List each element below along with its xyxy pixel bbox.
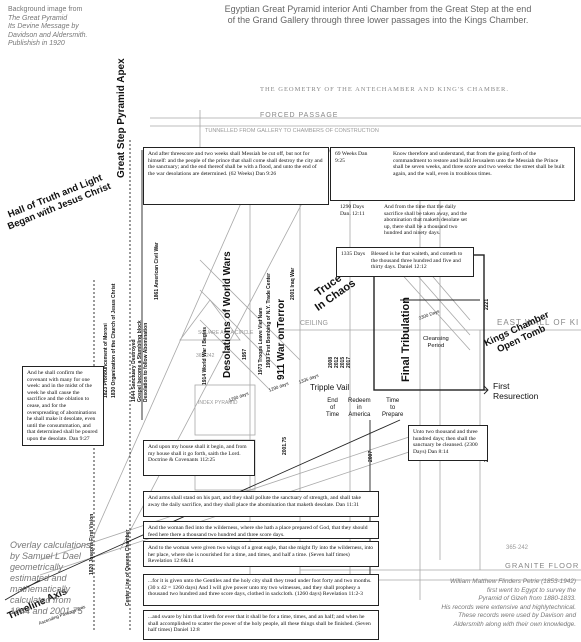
box-rev-12-6: And the woman fled into the wilderness, …	[143, 521, 379, 539]
end-line-3: Time	[326, 412, 340, 418]
year-1973: 1973 Troops Leave Viet Nam	[258, 307, 264, 375]
box-dan-8-14: Unto two thousand and three hundred days…	[408, 425, 488, 461]
title-line-1: Egyptian Great Pyramid interior Anti Cha…	[224, 4, 532, 14]
plate-granite-floor: GRANITE FLOOR	[505, 561, 580, 570]
heading-911-war: 911 War onTerror	[276, 298, 287, 380]
source-note: Background image from The Great Pyramid …	[8, 6, 88, 49]
plate-eq-num: 365·242	[196, 353, 215, 359]
label-time-prepare: Time to Prepare	[382, 398, 403, 419]
plate-title: THE GEOMETRY OF THE ANTECHAMBER AND KING…	[260, 86, 509, 93]
box-rev-11-2: ...for it is given unto the Gentiles and…	[143, 574, 379, 606]
year-1861: 1861 American Civil War	[154, 242, 160, 300]
heading-final-tribulation: Final Tribulation	[400, 297, 412, 382]
heading-first-resurection: First Resurection	[493, 381, 538, 401]
overlay-line-1: Overlay calculations	[10, 540, 91, 550]
cleansing-line: Cleansing	[423, 336, 449, 342]
period-line: Period	[427, 343, 445, 349]
plate-axis-num: 365·242	[506, 545, 529, 551]
heading-tripple-vail: Tripple Vail	[310, 383, 350, 392]
end-line-1: End	[327, 398, 338, 404]
year-1957: 1957	[242, 348, 248, 360]
source-line-3: Its Devine Message by	[8, 23, 79, 30]
box-dan-12-7: ...and sware by him that liveth for ever…	[143, 610, 379, 640]
year-1914: 1914 World War I Begins	[202, 326, 208, 385]
plate-index-pyramid: INDEX PYRAMID	[198, 400, 238, 406]
petrie-line-1: William Matthew Flinders Petrie (1853-19…	[449, 578, 576, 585]
source-line-1: Background image from	[8, 6, 83, 13]
source-line-2: The Great Pyramid	[8, 14, 68, 22]
year-1844c: Desolation to follow Abomination	[143, 322, 149, 402]
overlay-line-2: by Samuel L Dael	[10, 551, 81, 561]
year-2001: 2001 Iraq War	[290, 267, 296, 300]
box-dan-12-11: 1290 Days Dan. 12:11 And from the time t…	[336, 201, 474, 245]
petrie-line-4: His records were extensive and highlytec…	[441, 603, 576, 611]
end-line-2: of	[330, 405, 336, 411]
overlay-line-6: calculated from	[10, 595, 72, 605]
overlay-line-5: mathematically	[10, 584, 71, 594]
petrie-line-5: These records were used by Davison and	[458, 612, 576, 619]
overlay-line-7: 1844 and 2001.75	[10, 606, 83, 616]
year-2221: 2221	[484, 298, 490, 310]
heading-great-step: Great Step Pyramid Apex	[116, 58, 127, 178]
petrie-line-6: Aldersmith along with their own knowledg…	[453, 620, 576, 628]
redeem-line-3: America	[348, 412, 371, 418]
dan925-body: Know therefore and understand, that from…	[393, 151, 565, 177]
box-rev-12-14: And to the woman were given two wings of…	[143, 541, 379, 567]
resurection-line: Resurection	[493, 391, 539, 401]
label-end-of-time: End of Time	[326, 398, 339, 419]
prepare-line-1: Time	[386, 398, 400, 404]
box-dan-12-12: 1335 Days Blessed is he that waiteth, an…	[336, 247, 474, 277]
plate-forced-passage: FORCED PASSAGE	[260, 112, 339, 119]
dan1211-body: And from the time that the daily sacrifi…	[384, 204, 468, 237]
dan925-head: 69 Weeks Dan 9:25	[335, 151, 368, 164]
title-line-2: of the Grand Gallery through three lower…	[227, 15, 529, 25]
year-2017: 2017	[346, 356, 352, 368]
source-line-4: Davidson and Aldersmith.	[8, 31, 88, 39]
year-2007: 2007	[368, 450, 374, 462]
box-dan-9-26: And after threescore and two weeks shall…	[143, 147, 329, 205]
plate-square-area: SQUARE AREA CIRCLE	[198, 330, 254, 336]
plate-east-wall: EAST WALL OF KI	[497, 318, 580, 327]
year-2001b: 2001.75	[282, 436, 288, 455]
overlay-line-3: geometrically	[10, 562, 64, 572]
box-dan-9-25: 69 Weeks Dan 9:25 Know therefore and und…	[330, 147, 575, 201]
dan1211-head: 1290 Days Dan. 12:11	[340, 204, 365, 217]
redeem-line-1: Redeem	[348, 398, 371, 404]
prepare-line-2: to	[390, 405, 396, 411]
year-1993: 1993 First Bombing of N.Y. Trade Center	[266, 272, 272, 368]
label-cleansing-period: Cleansing Period	[423, 336, 449, 350]
first-line: First	[493, 381, 510, 391]
heading-desolations: Desolations of World Wars	[222, 251, 233, 378]
dan1212-head: 1335 Days	[341, 251, 366, 257]
box-dc-112-25: And upon my house shall it begin, and fr…	[143, 440, 255, 476]
petrie-line-3: Pyramid of Gizeh from 1880-1833.	[478, 595, 576, 602]
year-center-line: Center Line of Queens Chamber	[125, 529, 131, 606]
page-title: Egyptian Great Pyramid interior Anti Cha…	[178, 4, 578, 26]
plate-tunnelled: TUNNELLED FROM GALLERY TO CHAMBERS OF CO…	[205, 128, 379, 134]
overlay-line-4: estimated and	[10, 573, 67, 583]
source-line-5: Publishish in 1920	[8, 40, 65, 47]
box-dan-9-27: And he shall confirm the covenant with m…	[22, 366, 104, 446]
year-1830: 1830 Organization of the Church of Jesus…	[111, 283, 117, 398]
plate-ceiling: CEILING	[300, 320, 329, 327]
box-dan-11-31: And arms shall stand on his part, and th…	[143, 491, 379, 517]
prepare-line-3: Prepare	[382, 412, 404, 418]
petrie-line-2: first went to Egypt to survey the	[486, 586, 576, 594]
redeem-line-2: in	[357, 405, 362, 411]
petrie-note: William Matthew Flinders Petrie (1853-19…	[390, 578, 576, 629]
dan1212-body: Blessed is he that waiteth, and cometh t…	[371, 251, 463, 271]
label-redeem: Redeem in America	[348, 398, 371, 419]
overlay-note: Overlay calculations by Samuel L Dael ge…	[10, 540, 91, 617]
